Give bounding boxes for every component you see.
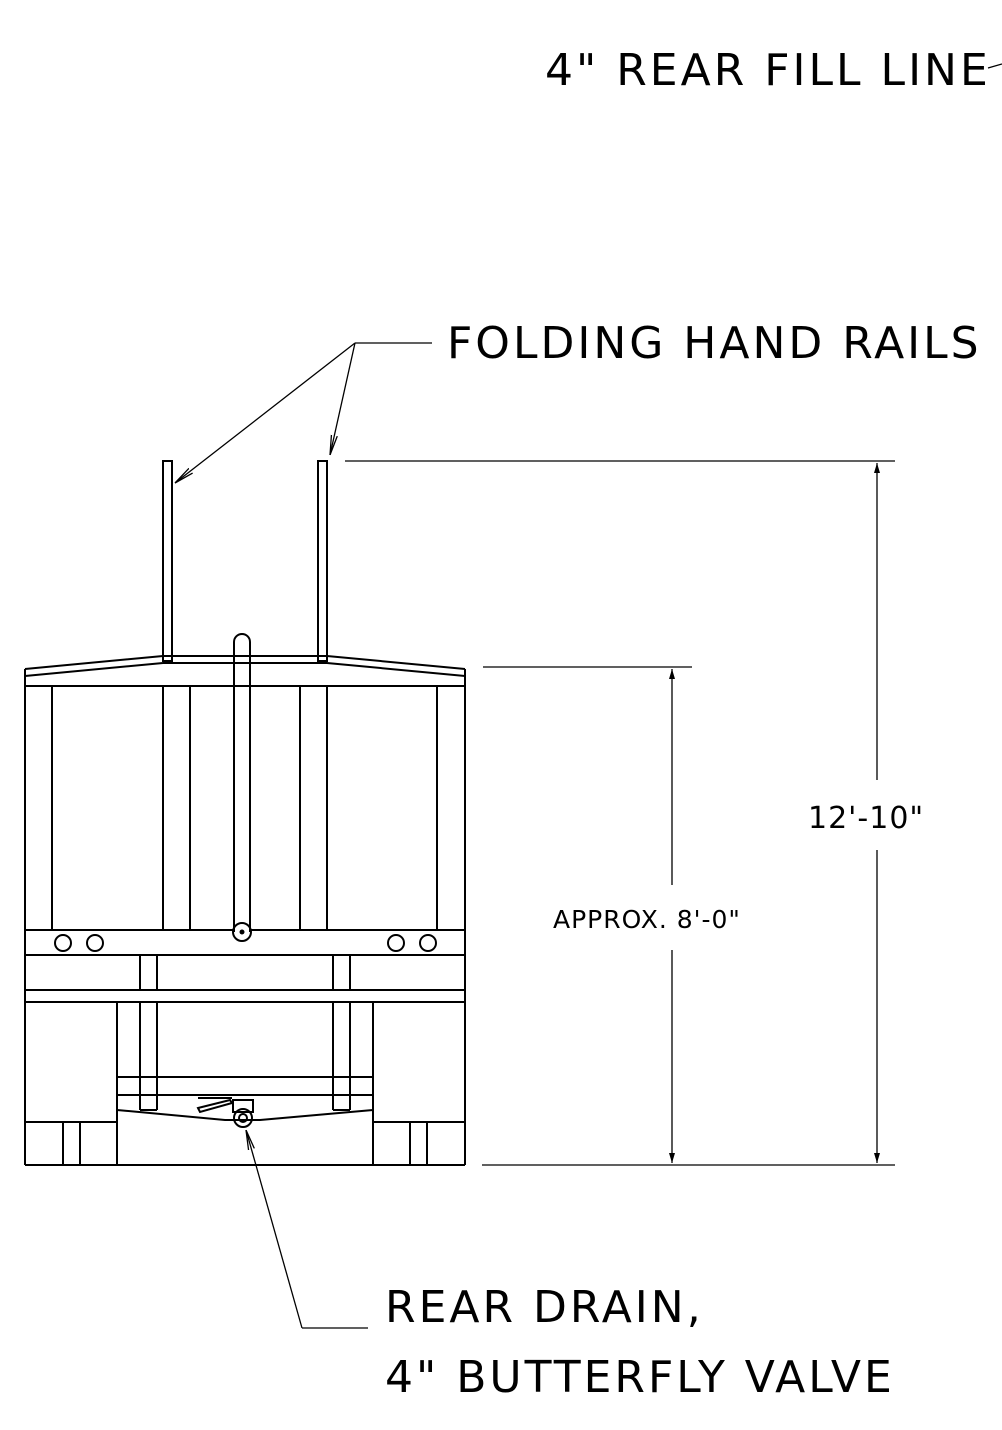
rear-fill-pipe bbox=[232, 633, 252, 942]
rear-light-icon bbox=[419, 934, 437, 952]
butterfly-valve-icon bbox=[196, 1097, 254, 1128]
tank-top bbox=[24, 655, 466, 687]
rear-light-icon bbox=[387, 934, 405, 952]
tank-body bbox=[24, 669, 466, 1165]
hand-rails-leader bbox=[175, 342, 432, 483]
tank-height-label: APPROX. 8'-0" bbox=[553, 905, 741, 934]
rear-drain-label: REAR DRAIN, bbox=[385, 1282, 704, 1333]
tank-height-dimension bbox=[483, 666, 692, 1163]
rear-fill-line-label: 4" REAR FILL LINE bbox=[545, 45, 991, 96]
butterfly-valve-label: 4" BUTTERFLY VALVE bbox=[385, 1352, 895, 1403]
undercarriage bbox=[25, 1002, 465, 1166]
rear-drain-leader bbox=[246, 1130, 368, 1329]
rear-fill-line-leader bbox=[987, 63, 1002, 69]
overall-height-dimension bbox=[345, 460, 895, 1166]
rear-light-icon bbox=[54, 934, 72, 952]
rear-light-icon bbox=[86, 934, 104, 952]
folding-hand-rails bbox=[162, 460, 328, 662]
folding-hand-rails-label: FOLDING HAND RAILS bbox=[447, 318, 982, 369]
tank-lower-frame bbox=[25, 929, 465, 1003]
overall-height-label: 12'-10" bbox=[808, 801, 924, 836]
